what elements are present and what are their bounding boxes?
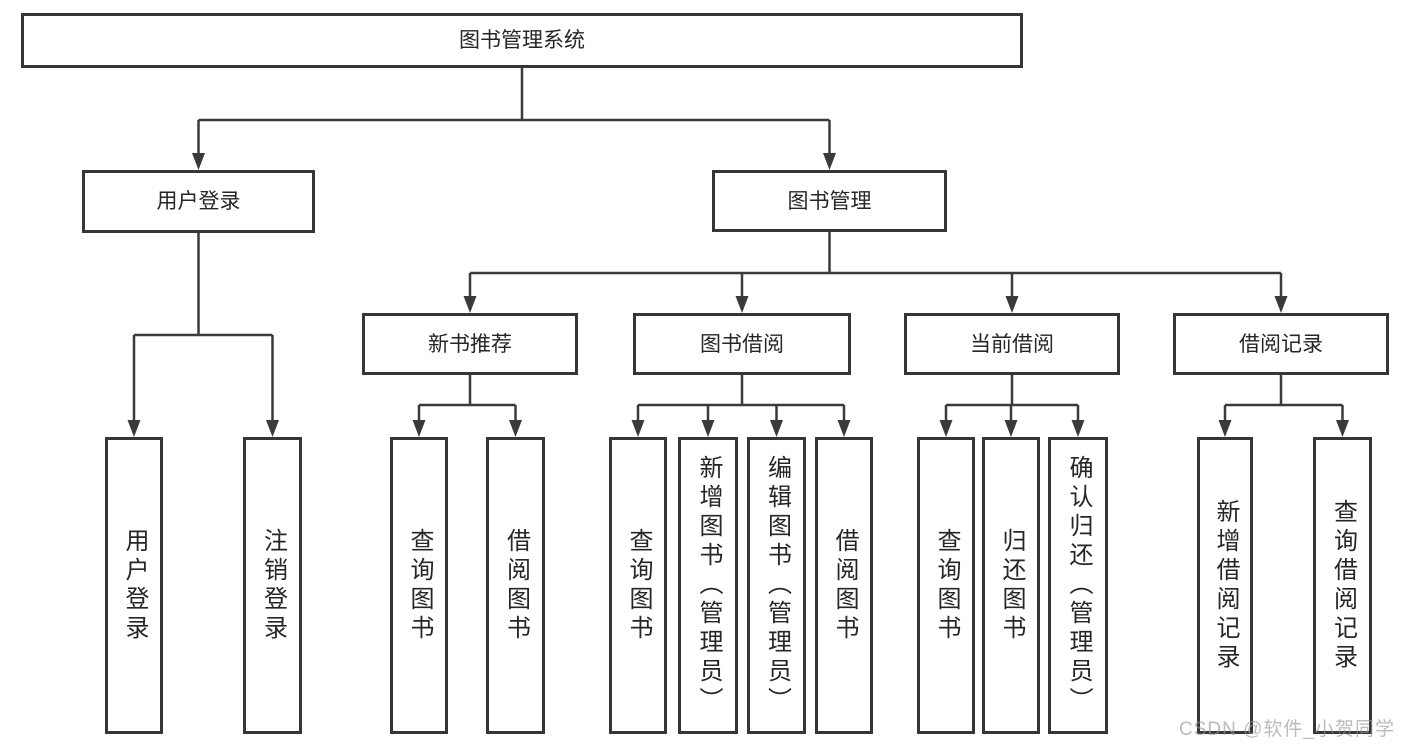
leaf-edit-book-admin: 编辑图书（管理员） (747, 437, 806, 734)
node-new-book-recommend: 新书推荐 (362, 313, 578, 375)
node-library-system: 图书管理系统 (21, 13, 1023, 68)
node-book-borrow: 图书借阅 (633, 313, 851, 375)
leaf-borrow-book-recommend: 借阅图书 (486, 437, 545, 734)
leaf-add-borrow-record: 新增借阅记录 (1197, 437, 1253, 734)
leaf-user-login: 用户登录 (105, 437, 163, 734)
node-borrow-records: 借阅记录 (1173, 313, 1389, 375)
leaf-query-borrow-record: 查询借阅记录 (1313, 437, 1372, 734)
leaf-return-book: 归还图书 (982, 437, 1040, 734)
leaf-logout: 注销登录 (243, 437, 302, 734)
node-current-borrow: 当前借阅 (904, 313, 1120, 375)
leaf-add-book-admin: 新增图书（管理员） (678, 437, 738, 734)
leaf-borrow-book: 借阅图书 (815, 437, 873, 734)
node-book-management: 图书管理 (712, 170, 947, 232)
node-user-login: 用户登录 (82, 170, 315, 233)
leaf-query-book-recommend: 查询图书 (390, 437, 448, 734)
leaf-confirm-return-admin: 确认归还（管理员） (1048, 437, 1108, 734)
leaf-query-book-borrow: 查询图书 (609, 437, 667, 734)
csdn-watermark: CSDN @软件_小贺同学 (1179, 719, 1395, 740)
leaf-query-book-current: 查询图书 (917, 437, 975, 734)
